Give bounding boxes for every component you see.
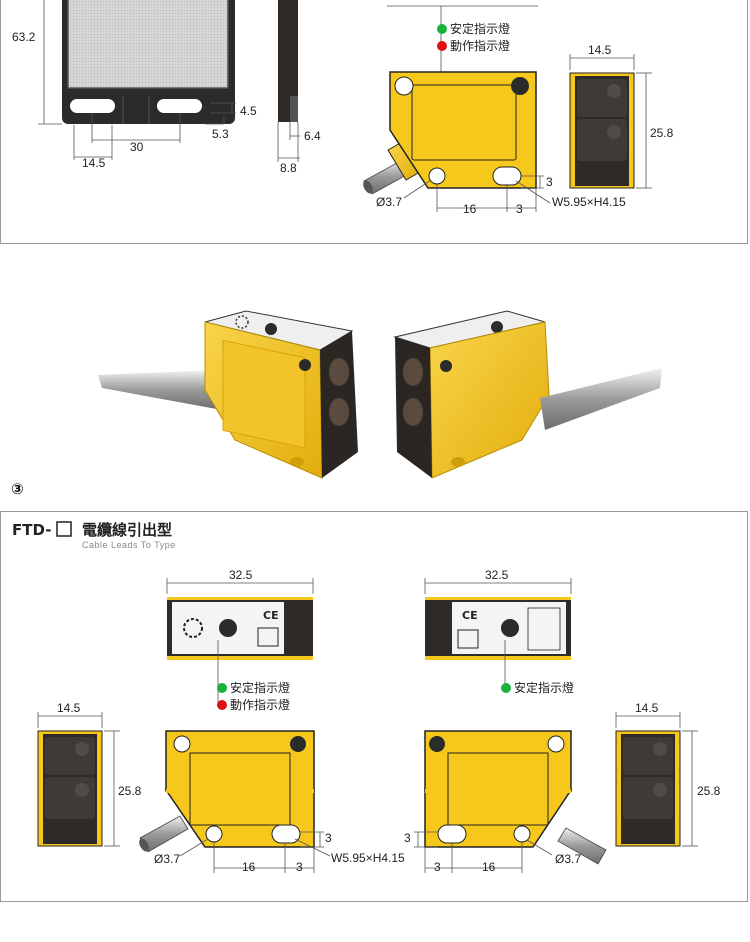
top-legend-stable: 安定指示燈 — [450, 21, 510, 36]
right-hole-dia-label: Ø3.7 — [555, 852, 581, 866]
top-hole-dia-label: Ø3.7 — [376, 195, 402, 209]
dim-30-label: 30 — [130, 140, 144, 154]
left-legend-operating: 動作指示燈 — [230, 697, 290, 712]
dim-63-2: 63.2 — [12, 0, 62, 125]
reflector-side-view: 6.4 8.8 — [277, 0, 321, 175]
left-hole-spacing-label: 16 — [242, 860, 256, 874]
svg-text:CE: CE — [263, 609, 279, 622]
left-top-width-label: 32.5 — [229, 568, 253, 582]
top-dim-16-label: 16 — [463, 202, 477, 216]
right-front-view: 14.5 25.8 — [615, 701, 721, 847]
right-front-height-label: 25.8 — [697, 784, 721, 798]
title-cn: 電纜線引出型 — [82, 521, 172, 539]
red-indicator-icon — [437, 41, 447, 51]
section-number: ③ — [11, 480, 24, 498]
top-slot-size-label: W5.95×H4.15 — [552, 195, 626, 209]
dim-30-14-5: 30 14.5 — [73, 113, 181, 170]
top-dim-3-side-label: 3 — [546, 175, 553, 189]
left-sensor-body: 16 3 3 W5.95×H4.15 Ø3.7 — [139, 730, 405, 874]
right-slot-offset-label: 3 — [434, 860, 441, 874]
left-front-width-label: 14.5 — [57, 701, 81, 715]
top-dim-3-bottom-label: 3 — [516, 202, 523, 216]
green-indicator-icon — [437, 24, 447, 34]
dim-8-8-label: 8.8 — [280, 161, 297, 175]
left-slot-offset-label: 3 — [296, 860, 303, 874]
right-top-view: 32.5 CE 安定指示燈 — [424, 568, 574, 695]
left-front-height-label: 25.8 — [118, 784, 142, 798]
dim-4-5-label: 4.5 — [240, 104, 257, 118]
left-slot-size-label: W5.95×H4.15 — [331, 851, 405, 865]
right-slot-edge-label: 3 — [404, 831, 411, 845]
left-red-indicator-icon — [217, 700, 227, 710]
top-front-width-label: 14.5 — [588, 43, 612, 57]
dim-6-4-label: 6.4 — [304, 129, 321, 143]
svg-text:CE: CE — [462, 609, 478, 622]
right-top-width-label: 32.5 — [485, 568, 509, 582]
dim-4-5-5-3: 4.5 5.3 — [205, 102, 257, 141]
reflector-drawing — [62, 0, 235, 124]
right-legend-stable: 安定指示燈 — [514, 680, 574, 695]
bottom-title: FTD- 電纜線引出型 Cable Leads To Type — [12, 521, 176, 550]
right-green-indicator-icon — [501, 683, 511, 693]
title-prefix: FTD- — [12, 521, 51, 539]
left-hole-dia-label: Ø3.7 — [154, 852, 180, 866]
dim-5-3-label: 5.3 — [212, 127, 229, 141]
top-front-height-label: 25.8 — [650, 126, 674, 140]
dim-63-2-label: 63.2 — [12, 30, 36, 44]
right-sensor-body: 3 16 3 Ø3.7 — [404, 730, 607, 874]
subtitle: Cable Leads To Type — [82, 540, 176, 550]
left-top-view: 32.5 CE 安定指示燈 動作指示燈 — [166, 568, 314, 712]
top-front-view: 14.5 25.8 — [569, 43, 674, 189]
left-green-indicator-icon — [217, 683, 227, 693]
model-placeholder-box — [56, 521, 72, 537]
top-legend-operating: 動作指示燈 — [450, 38, 510, 53]
right-hole-spacing-label: 16 — [482, 860, 496, 874]
product-photo — [98, 310, 662, 479]
top-sensor-drawing: 安定指示燈 動作指示燈 16 3 3 W5.95×H4.15 Ø3.7 — [363, 5, 626, 216]
left-front-view: 14.5 25.8 — [37, 701, 142, 847]
left-slot-edge-label: 3 — [325, 831, 332, 845]
left-legend-stable: 安定指示燈 — [230, 680, 290, 695]
right-front-width-label: 14.5 — [635, 701, 659, 715]
dim-14-5-label: 14.5 — [82, 156, 106, 170]
